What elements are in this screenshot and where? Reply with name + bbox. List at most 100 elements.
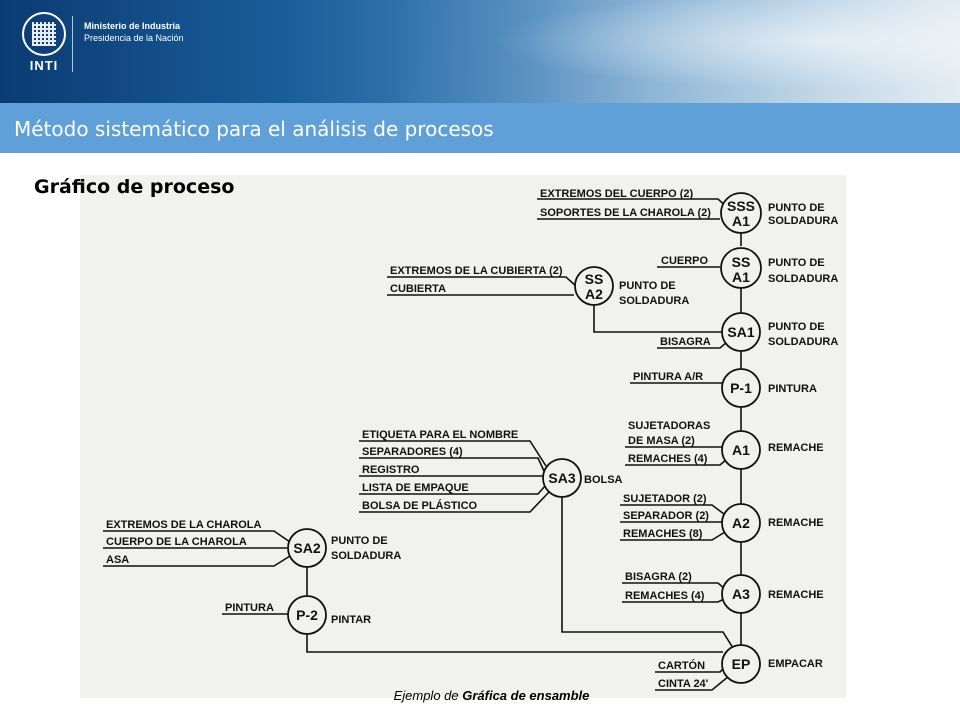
figure-caption: Ejemplo de Gráfica de ensamble [0,688,960,703]
node-symbol: SS [732,254,751,270]
node-symbol: A1 [732,442,750,458]
flow-line [561,496,734,649]
node-symbol: A2 [585,286,603,302]
input-label: SEPARADORES (4) [362,446,463,458]
input-label: CUBIERTA [390,283,446,295]
node-description: EMPACAR [768,658,823,670]
input-line [622,582,727,591]
input-label: EXTREMOS DE LA CHAROLA [106,519,261,531]
input-label: DE MASA (2) [628,435,695,447]
input-line [103,555,291,567]
node-sa2-circle [287,528,327,568]
input-label: REGISTRO [362,464,420,476]
node-symbol: SS [585,271,604,287]
node-symbol: A1 [732,213,750,229]
input-label: SUJETADORAS [628,420,710,432]
input-label: SOPORTES DE LA CHAROLA (2) [540,207,711,219]
input-label: EXTREMOS DE LA CUBIERTA (2) [390,265,563,277]
node-description: PUNTO DE [768,202,825,214]
node-ss-a1-circle [720,247,762,289]
node-ep-circle [721,644,761,684]
input-label: LISTA DE EMPAQUE [362,482,469,494]
node-description: REMACHE [768,589,824,601]
ministry-line2: Presidencia de la Nación [84,33,184,43]
node-symbol: A3 [732,586,750,602]
node-ss-a2-circle [574,266,614,306]
node-sa1-circle [721,312,761,352]
input-label: PINTURA [225,602,274,614]
node-symbol: P-1 [730,380,752,396]
ministry-block: Ministerio de Industria Presidencia de l… [84,20,184,44]
input-line [359,491,550,513]
input-line [657,341,728,349]
header-decoration [400,0,960,103]
node-symbol: P-2 [296,607,318,623]
connector-lines [103,198,742,691]
node-description: PINTURA [768,383,817,395]
input-label: CUERPO DE LA CHAROLA [106,536,247,548]
node-symbol: SSS [727,198,755,214]
node-p1-circle [721,368,761,408]
input-label: CINTA 24' [658,678,709,690]
input-label: ASA [106,554,129,566]
input-line [103,530,291,543]
input-label: SUJETADOR (2) [623,493,707,505]
node-p2-circle [287,595,327,635]
input-label: BOLSA DE PLÁSTICO [362,499,478,512]
node-description: PUNTO DE [768,321,825,333]
input-line [359,485,546,495]
logo-divider [72,16,73,72]
input-line [387,276,578,288]
input-line [655,675,730,691]
input-line [359,457,545,472]
input-label: CARTÓN [658,659,705,672]
node-symbol: SA2 [293,540,320,556]
node-description: PUNTO DE [768,257,825,269]
inti-logo-icon [22,12,66,56]
node-description: SOLDADURA [619,295,689,307]
node-description: BOLSA [584,474,623,486]
input-label: REMACHES (4) [628,453,708,465]
input-label: SEPARADOR (2) [623,510,709,522]
caption-prefix: Ejemplo de [393,688,463,703]
node-description: SOLDADURA [768,273,838,285]
node-symbol: SA1 [727,324,754,340]
node-description: SOLDADURA [768,336,838,348]
node-symbol: A2 [732,515,750,531]
node-description: PINTAR [331,614,371,626]
flow-line [306,633,723,653]
input-label: REMACHES (4) [625,590,705,602]
node-a2-circle [721,503,761,543]
input-line [620,531,726,541]
node-description: PUNTO DE [331,535,388,547]
slide-subtitle: Gráfico de proceso [34,176,235,198]
input-line [620,504,725,515]
input-label: EXTREMOS DEL CUERPO (2) [540,188,694,200]
node-a1-circle [721,430,761,470]
ministry-line1: Ministerio de Industria [84,21,181,31]
node-description: SOLDADURA [768,215,838,227]
input-label: BISAGRA (2) [625,571,692,583]
input-label: PINTURA A/R [633,371,703,383]
input-line [359,440,547,467]
input-label: ETIQUETA PARA EL NOMBRE [362,429,518,441]
input-label: BISAGRA [660,336,711,348]
input-label: REMACHES (8) [623,528,703,540]
title-bar: Método sistemático para el análisis de p… [0,103,960,153]
node-symbol: EP [732,656,751,672]
header-banner: INTI Ministerio de Industria Presidencia… [0,0,960,103]
caption-bold: Gráfica de ensamble [462,688,590,703]
logo-text: INTI [29,58,59,73]
node-symbol: A1 [732,269,750,285]
node-description: REMACHE [768,517,824,529]
node-description: SOLDADURA [331,550,401,562]
node-description: PUNTO DE [619,280,676,292]
flow-line [593,304,723,333]
node-sss-a1-circle [720,192,762,234]
input-label: CUERPO [661,255,709,267]
node-a3-circle [721,574,761,614]
node-sa3-circle [542,458,582,498]
node-description: REMACHE [768,442,824,454]
node-symbol: SA3 [548,470,575,486]
